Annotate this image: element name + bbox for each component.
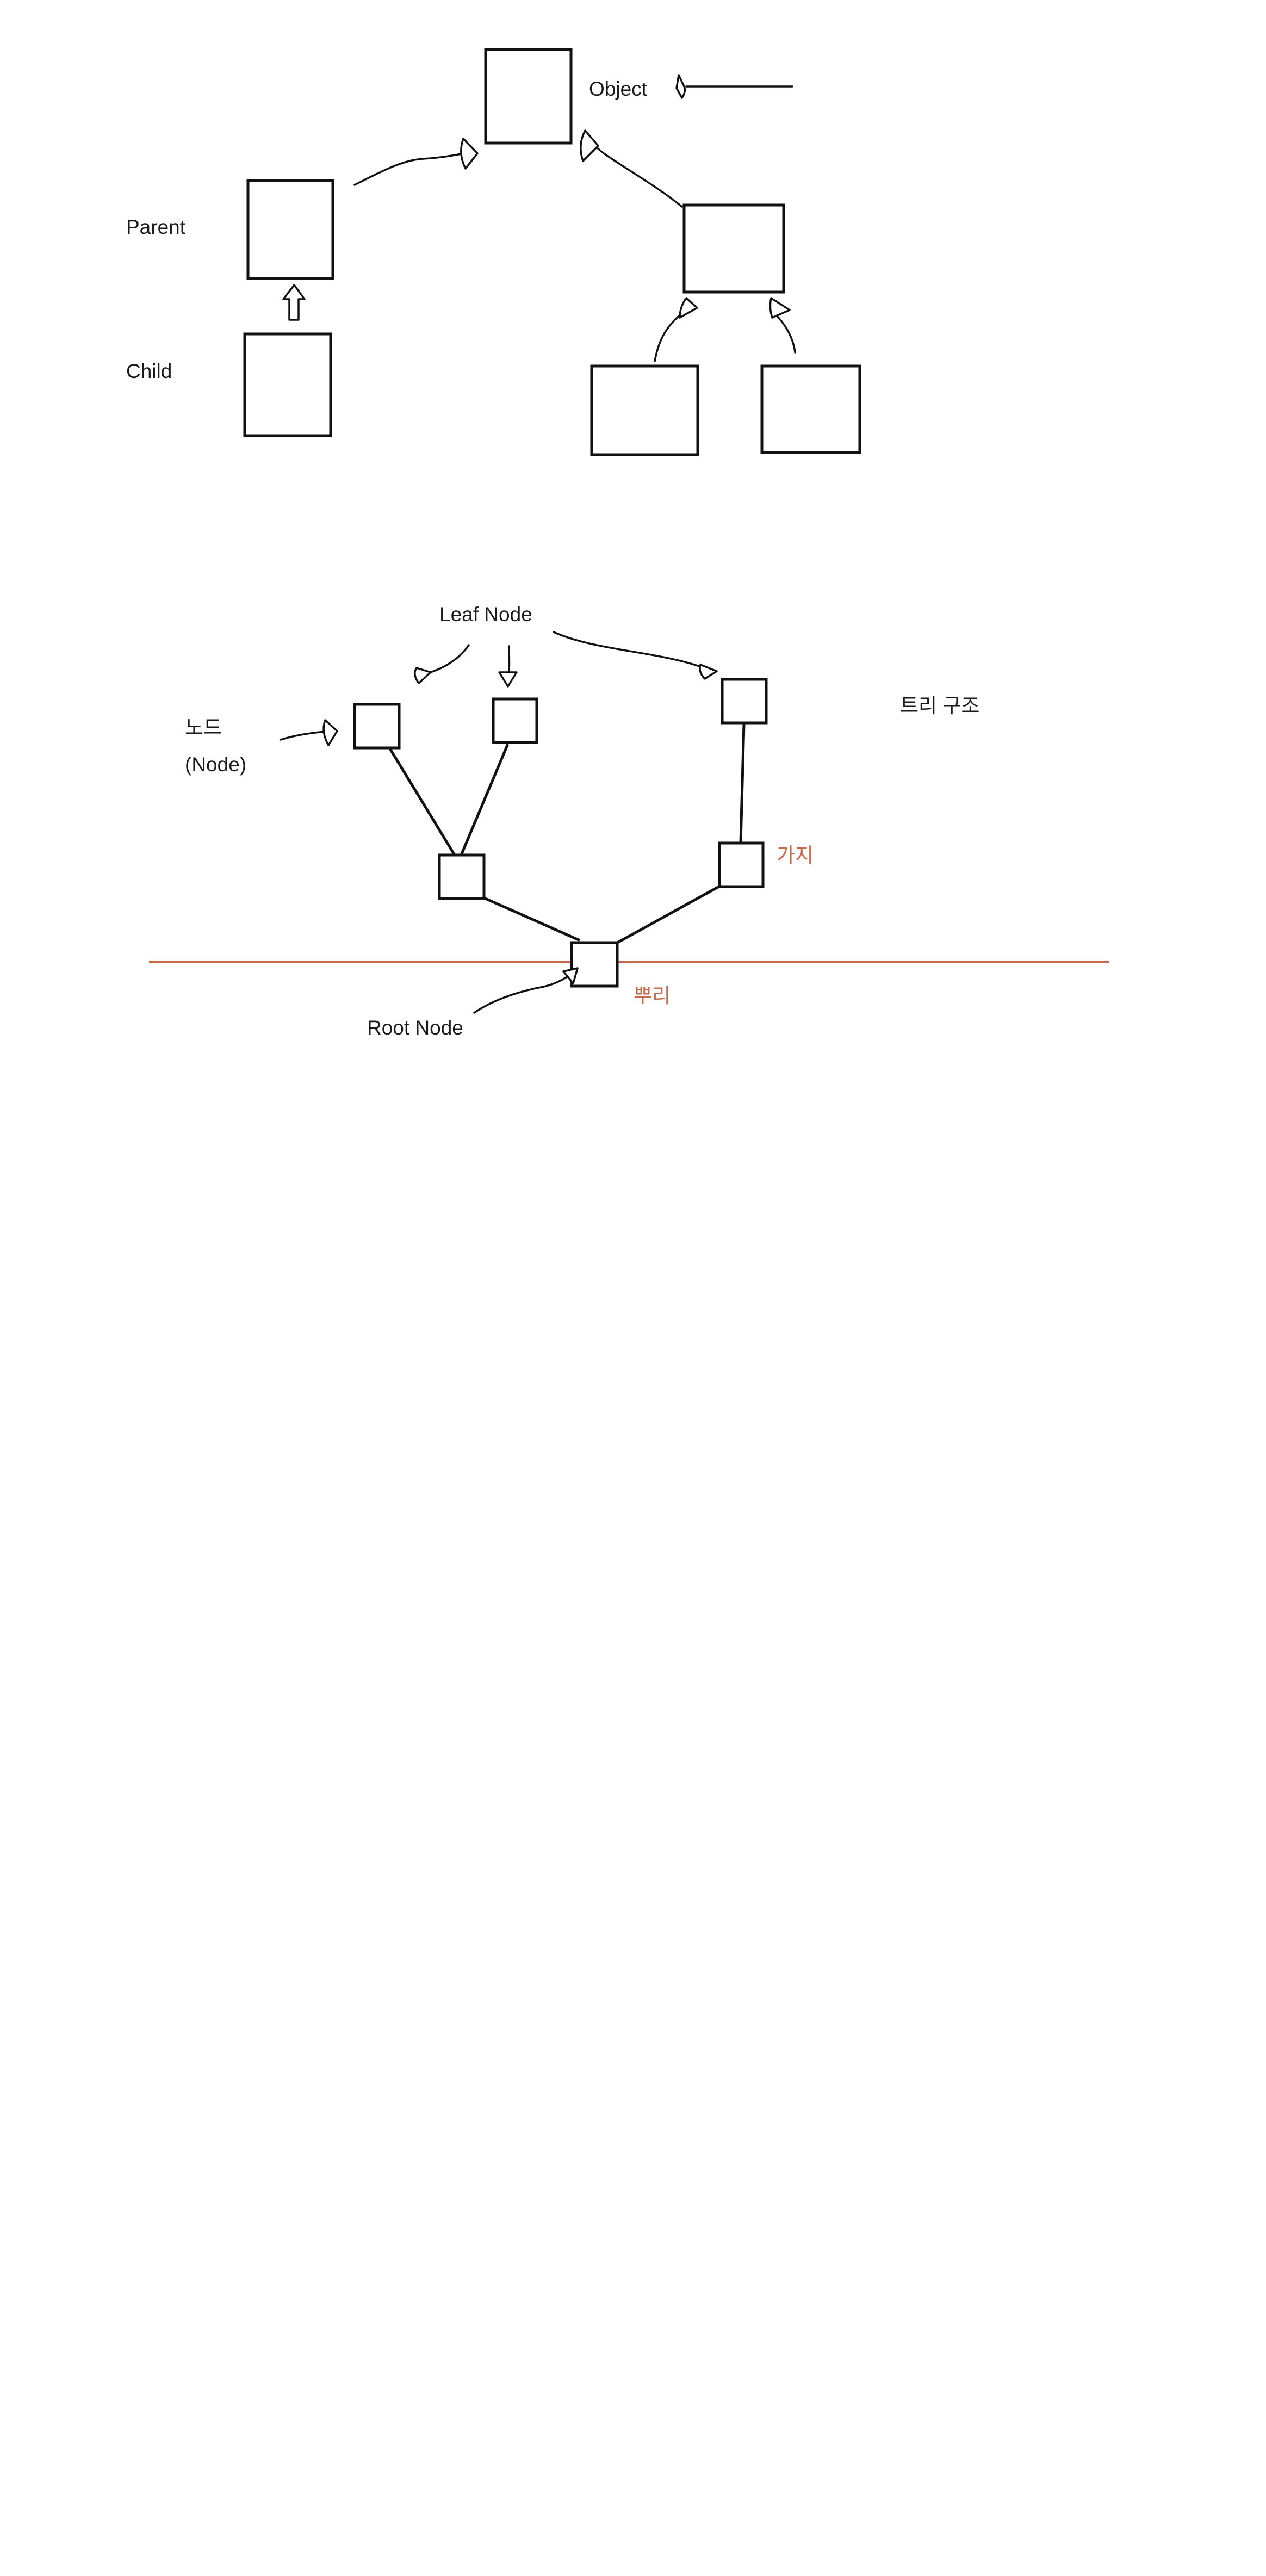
tree-diagram: Leaf Node 노드 (Node) 트리 구조 가지 뿌리 Root Nod… bbox=[149, 603, 1109, 1039]
right-parent-to-object-arrowhead bbox=[580, 129, 599, 162]
right-child2-to-parent-arrow bbox=[773, 312, 796, 354]
child-label: Child bbox=[126, 360, 172, 382]
right-child-box-2 bbox=[760, 364, 861, 454]
child-to-parent-arrow bbox=[282, 284, 306, 321]
branch-label: 가지 bbox=[777, 844, 814, 866]
leaf-node-3 bbox=[721, 678, 768, 725]
leaf-node-2 bbox=[492, 697, 538, 744]
child-box bbox=[243, 332, 332, 437]
node-label-ko: 노드 bbox=[185, 716, 222, 739]
leaf-pointer-3-head bbox=[699, 664, 718, 680]
root-pointer-head bbox=[562, 967, 579, 984]
tree-title: 트리 구조 bbox=[900, 695, 979, 717]
leaf-pointer-2 bbox=[507, 645, 511, 676]
root-pointer bbox=[473, 970, 575, 1014]
node-label-en: (Node) bbox=[185, 753, 246, 776]
right-child1-to-parent-arrow bbox=[654, 311, 684, 362]
parent-box bbox=[246, 179, 334, 280]
node-pointer-head bbox=[322, 719, 338, 746]
inheritance-diagram: Object Parent Child bbox=[126, 48, 861, 456]
leaf-pointer-3 bbox=[553, 631, 713, 671]
leaf-node-label: Leaf Node bbox=[439, 603, 532, 626]
root-node-label: Root Node bbox=[367, 1017, 463, 1039]
parent-to-object-arrowhead bbox=[460, 138, 479, 170]
tree-edge-branch-root bbox=[481, 896, 580, 942]
leaf-node-1 bbox=[353, 703, 401, 750]
tree-edge-leaf2-branch bbox=[460, 744, 509, 857]
object-box bbox=[484, 48, 573, 145]
object-pointer-arrowhead bbox=[675, 74, 686, 99]
root-node bbox=[570, 941, 619, 988]
leaf-pointer-2-head bbox=[498, 671, 518, 688]
tree-edge-rightleaf-rightbranch bbox=[739, 722, 746, 844]
branch-node-left bbox=[438, 853, 486, 900]
right-child2-arrowhead bbox=[769, 297, 791, 319]
right-child-box-1 bbox=[590, 364, 699, 456]
object-label: Object bbox=[589, 78, 648, 100]
right-parent-to-object-arrow bbox=[586, 134, 683, 208]
right-child1-arrowhead bbox=[679, 297, 698, 319]
leaf-pointer-1-head bbox=[414, 667, 432, 684]
tree-edge-leaf1-branch bbox=[389, 748, 456, 857]
parent-label: Parent bbox=[126, 216, 186, 238]
parent-to-object-arrow bbox=[353, 151, 472, 186]
tree-edge-rightbranch-root bbox=[613, 885, 721, 946]
right-parent-box bbox=[682, 203, 785, 294]
root-label: 뿌리 bbox=[634, 984, 671, 1007]
branch-node-right bbox=[718, 841, 765, 888]
leaf-pointer-1 bbox=[425, 644, 470, 674]
